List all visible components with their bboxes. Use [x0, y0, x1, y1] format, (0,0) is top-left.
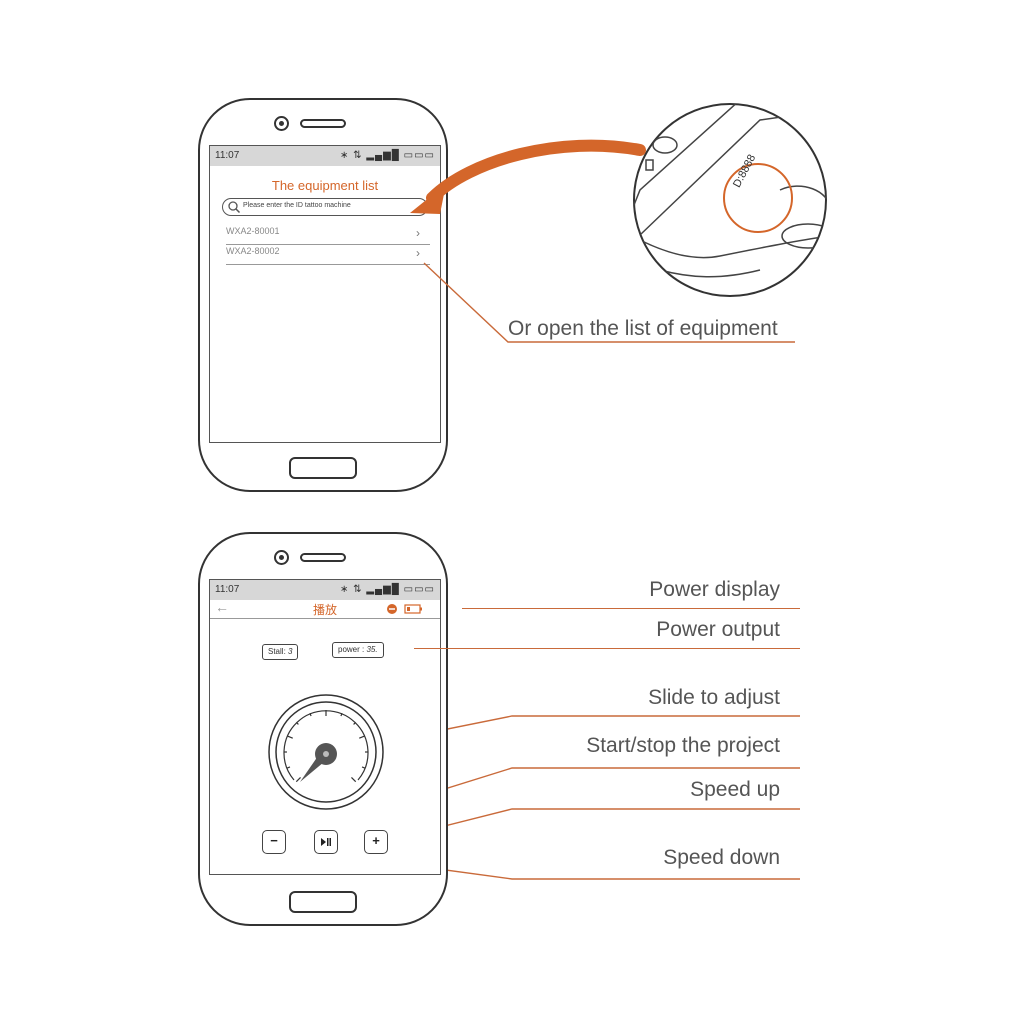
home-button[interactable]	[289, 891, 357, 913]
annotation-speed-down: Speed down	[663, 846, 780, 869]
dial-tick	[286, 735, 293, 739]
status-bar: 11:07 ∗ ⇅ ▂▄▆█ ▭▭▭	[210, 146, 440, 166]
annotation-open-list: Or open the list of equipment	[508, 317, 778, 340]
phone-top: 11:07 ∗ ⇅ ▂▄▆█ ▭▭▭ The equipment list Pl…	[198, 98, 448, 492]
dial-tick	[351, 777, 357, 783]
annotation-power-output: Power output	[656, 618, 780, 641]
speed-dial[interactable]	[266, 692, 386, 812]
power-display-icon	[387, 604, 422, 614]
device-id-label: D:8888	[731, 152, 759, 190]
playback-screen: 11:07 ∗ ⇅ ▂▄▆█ ▭▭▭ ← 播放 Stall: 3 power :…	[209, 579, 441, 875]
device-list-item[interactable]: WXA2-80001 ›	[226, 226, 430, 245]
dial-tick	[286, 766, 291, 769]
home-button[interactable]	[289, 457, 357, 479]
stall-label: Stall:	[268, 647, 286, 656]
dial-tick	[295, 777, 301, 783]
status-icons: ∗ ⇅ ▂▄▆█ ▭▭▭	[340, 150, 435, 161]
device-list-item[interactable]: WXA2-80002 ›	[226, 246, 430, 265]
device-id: WXA2-80001	[226, 226, 280, 236]
front-camera	[274, 550, 289, 565]
dial-tick	[359, 735, 366, 739]
search-icon	[228, 201, 241, 214]
back-arrow-icon[interactable]: ←	[215, 599, 229, 615]
play-pause-icon	[321, 837, 331, 846]
status-bar: 11:07 ∗ ⇅ ▂▄▆█ ▭▭▭	[210, 580, 440, 600]
playback-title: 播放	[312, 603, 337, 617]
status-time: 11:07	[215, 150, 240, 161]
callout-line-power-display	[462, 608, 800, 609]
search-input[interactable]: Please enter the ID tattoo machine	[222, 198, 428, 216]
power-label: power :	[338, 645, 365, 654]
annotation-slide-adjust: Slide to adjust	[648, 686, 780, 709]
equipment-list-title: The equipment list	[271, 178, 379, 193]
annotation-power-display: Power display	[649, 578, 780, 601]
equipment-list-screen: 11:07 ∗ ⇅ ▂▄▆█ ▭▭▭ The equipment list Pl…	[209, 145, 441, 443]
callout-line-power-output	[414, 648, 800, 649]
playback-header: ← 播放	[210, 599, 440, 619]
device-id: WXA2-80002	[226, 246, 280, 256]
dial-tick	[361, 766, 366, 769]
front-camera	[274, 116, 289, 131]
status-icons: ∗ ⇅ ▂▄▆█ ▭▭▭	[340, 584, 435, 595]
speaker-grille	[300, 553, 346, 562]
speaker-grille	[300, 119, 346, 128]
stall-value: 3	[288, 647, 293, 656]
annotation-speed-up: Speed up	[690, 778, 780, 801]
speed-up-button[interactable]: +	[364, 830, 388, 854]
power-output-display: power : 35.	[332, 642, 384, 658]
annotation-start-stop: Start/stop the project	[586, 734, 780, 757]
chevron-right-icon: ›	[416, 226, 420, 240]
phone-bottom: 11:07 ∗ ⇅ ▂▄▆█ ▭▭▭ ← 播放 Stall: 3 power :…	[198, 532, 448, 926]
speed-down-button[interactable]: −	[262, 830, 286, 854]
search-placeholder: Please enter the ID tattoo machine	[243, 202, 351, 209]
stall-display: Stall: 3	[262, 644, 299, 660]
play-pause-button[interactable]	[314, 830, 338, 854]
status-time: 11:07	[215, 584, 240, 595]
chevron-right-icon: ›	[416, 246, 420, 260]
power-value: 35.	[366, 645, 378, 654]
